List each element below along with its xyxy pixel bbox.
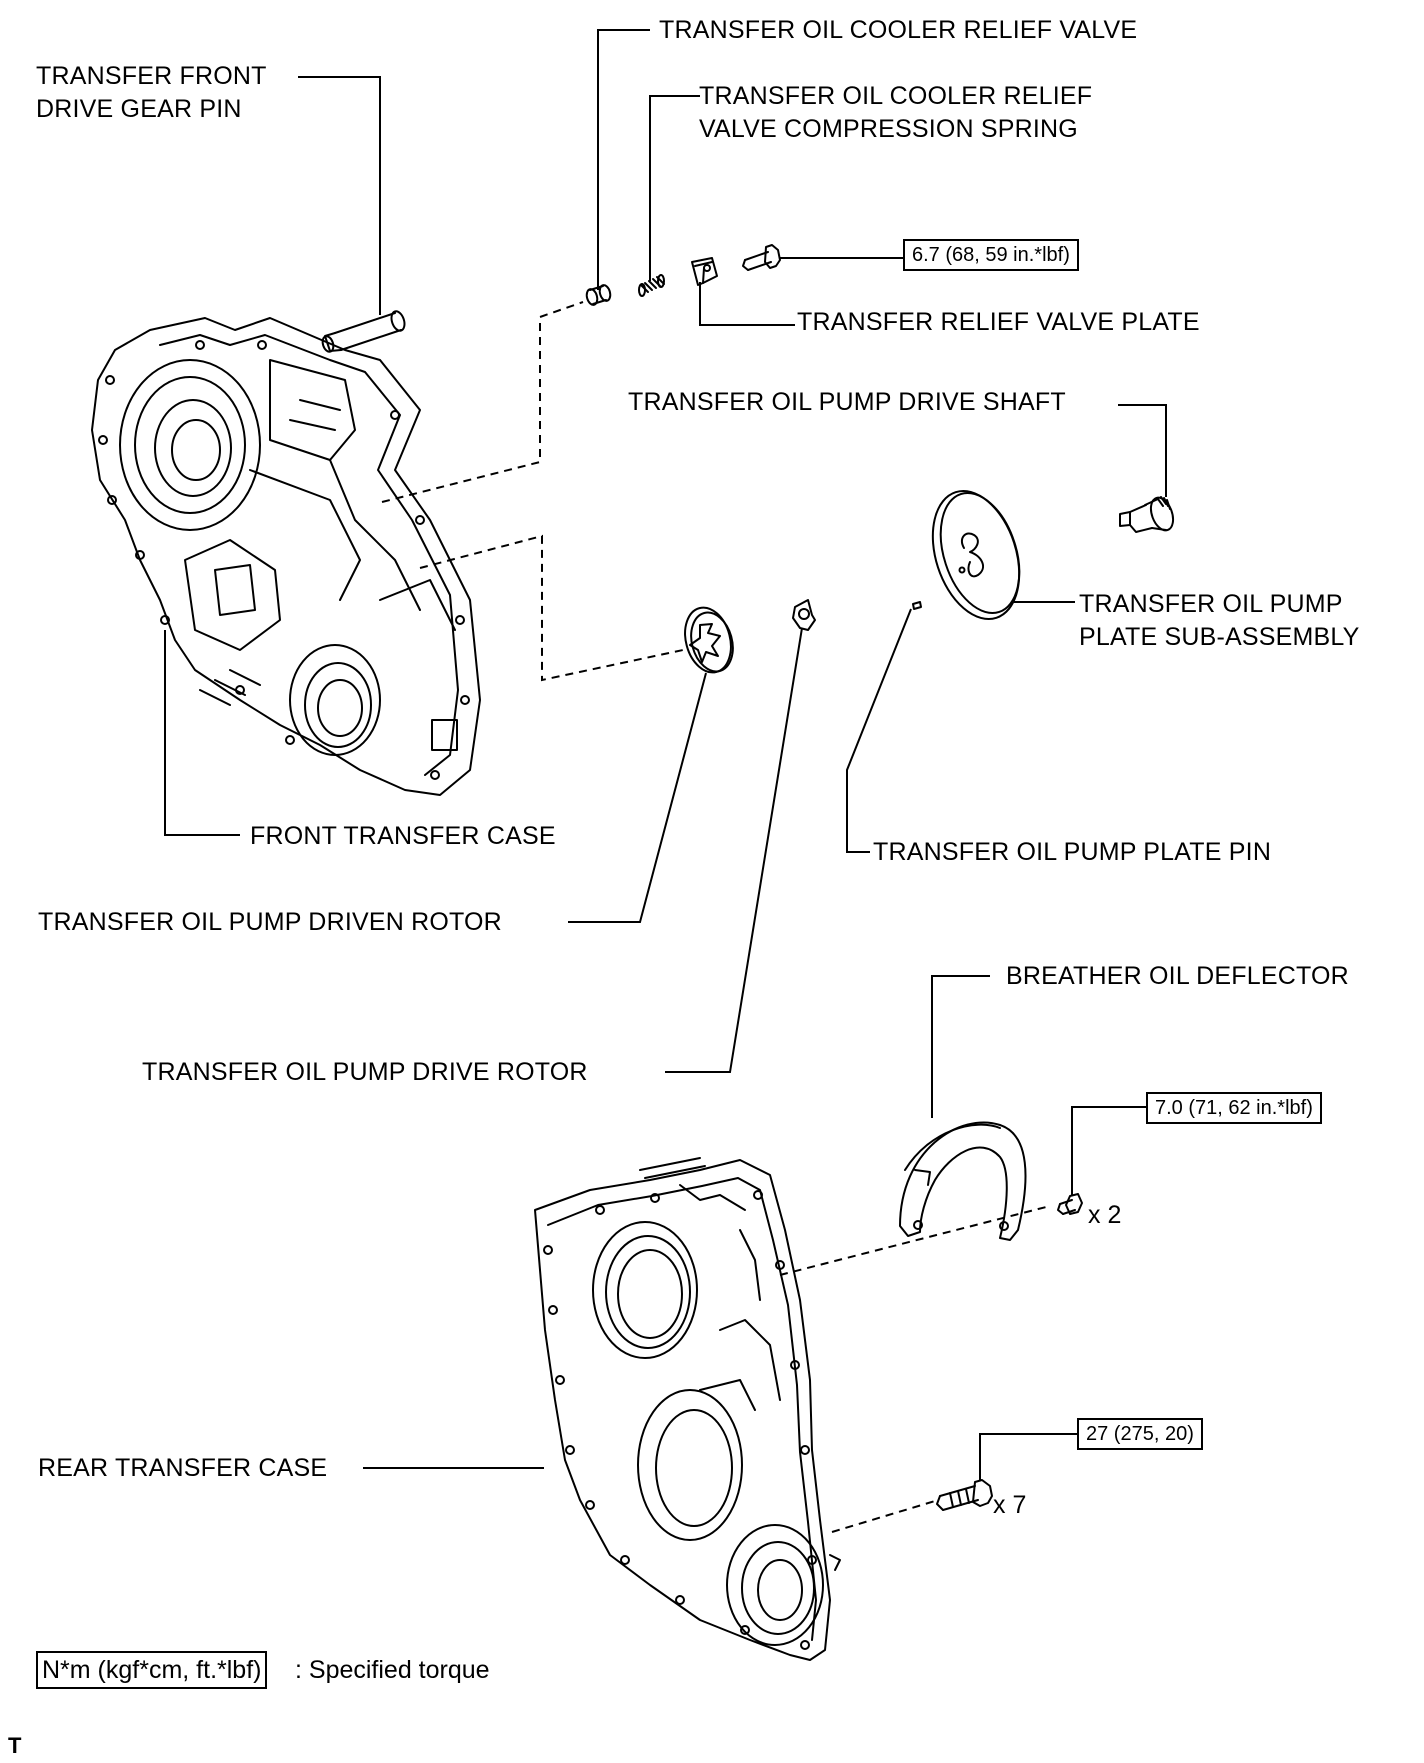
- relief-valve-drawing: [585, 284, 612, 306]
- relief-valve-spring-drawing: [638, 274, 665, 297]
- relief-valve-plate-drawing: [691, 257, 718, 286]
- pump-driven-rotor-drawing: [684, 606, 734, 674]
- leader-lines: [164, 29, 1167, 1480]
- leader-deflector-torque: [1071, 1106, 1146, 1196]
- torque-relief-plate-bolt: 6.7 (68, 59 in.*lbf): [903, 239, 1079, 271]
- leader-pump-drive-rotor: [665, 627, 803, 1073]
- quantity-deflector-bolt: x 2: [1088, 1201, 1122, 1229]
- leader-front-transfer-case: [164, 630, 240, 836]
- pump-drive-shaft-drawing: [1119, 496, 1175, 533]
- dashed-case-bolt-axis: [831, 1500, 936, 1533]
- leader-pump-driven-rotor: [568, 672, 707, 923]
- quantity-case-bolt: x 7: [993, 1491, 1027, 1519]
- dashed-relief-valve-axis: [381, 301, 584, 503]
- leader-relief-valve-spring: [649, 95, 700, 281]
- corner-mark: T: [8, 1733, 22, 1758]
- leader-breather-oil-deflector: [931, 975, 990, 1118]
- label-pump-drive-rotor: TRANSFER OIL PUMP DRIVE ROTOR: [142, 1058, 588, 1086]
- relief-plate-bolt-drawing: [742, 244, 781, 271]
- front-drive-gear-pin-drawing: [321, 310, 406, 353]
- legend-text: : Specified torque: [295, 1656, 490, 1684]
- leader-pump-plate-pin: [846, 608, 912, 853]
- label-pump-driven-rotor: TRANSFER OIL PUMP DRIVEN ROTOR: [38, 908, 502, 936]
- label-relief-valve-plate: TRANSFER RELIEF VALVE PLATE: [797, 308, 1200, 336]
- label-relief-valve: TRANSFER OIL COOLER RELIEF VALVE: [659, 16, 1138, 44]
- label-transfer-front-drive-gear-pin: TRANSFER FRONT DRIVE GEAR PIN: [36, 62, 267, 123]
- deflector-bolt-drawing: [1057, 1193, 1083, 1215]
- dashed-pump-axis: [419, 534, 684, 682]
- case-bolt-drawing: [936, 1479, 993, 1511]
- label-breather-oil-deflector: BREATHER OIL DEFLECTOR: [1006, 962, 1349, 990]
- breather-oil-deflector-drawing: [899, 1121, 1027, 1241]
- label-relief-valve-spring: TRANSFER OIL COOLER RELIEF VALVE COMPRES…: [699, 82, 1093, 143]
- leader-relief-valve-plate: [699, 282, 795, 326]
- leader-front-drive-gear-pin: [298, 76, 381, 315]
- leader-case-torque: [979, 1433, 1077, 1480]
- torque-case-bolt: 27 (275, 20): [1077, 1418, 1203, 1450]
- leader-relief-valve: [597, 29, 650, 290]
- label-front-transfer-case: FRONT TRANSFER CASE: [250, 822, 556, 850]
- label-pump-plate-pin: TRANSFER OIL PUMP PLATE PIN: [873, 838, 1272, 866]
- label-pump-plate-sub-assembly: TRANSFER OIL PUMP PLATE SUB-ASSEMBLY: [1079, 590, 1360, 651]
- dashed-deflector-bolt-axis: [779, 1205, 1051, 1276]
- pump-plate-drawing: [912, 490, 1021, 620]
- front-transfer-case-drawing: [91, 317, 481, 796]
- label-pump-drive-shaft: TRANSFER OIL PUMP DRIVE SHAFT: [628, 388, 1066, 416]
- assembly-dashed-lines: [381, 301, 1051, 1533]
- label-rear-transfer-case: REAR TRANSFER CASE: [38, 1454, 328, 1482]
- torque-deflector-bolt: 7.0 (71, 62 in.*lbf): [1146, 1092, 1322, 1124]
- pump-drive-rotor-drawing: [792, 599, 816, 631]
- rear-transfer-case-drawing: [534, 1157, 841, 1661]
- leader-pump-drive-shaft: [1118, 404, 1167, 497]
- legend-torque-box: N*m (kgf*cm, ft.*lbf): [36, 1651, 268, 1689]
